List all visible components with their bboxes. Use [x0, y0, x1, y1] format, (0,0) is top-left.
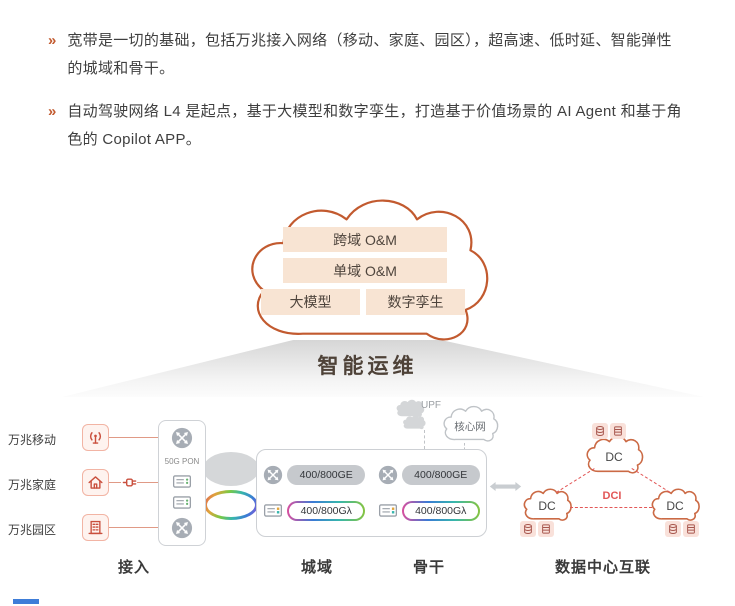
single-domain-om-box: 单域 O&M	[283, 258, 447, 283]
olt-device-icon	[172, 496, 192, 509]
access-node-box: 50G PON	[158, 420, 206, 546]
router-icon	[378, 465, 398, 485]
backbone-ge-row: 400/800GE	[378, 465, 480, 486]
core-network-label: 核心网	[454, 421, 486, 433]
lambda-rate-pill: 400/800Gλ	[402, 501, 480, 521]
metro-ge-row: 400/800GE	[263, 465, 366, 486]
plug-icon	[121, 474, 137, 490]
metro-ring-shape	[203, 452, 259, 486]
bullet-text: 自动驾驶网络 L4 是起点，基于大模型和数字孪生，打造基于价值场景的 AI Ag…	[67, 103, 682, 148]
database-icon	[665, 521, 681, 537]
database-icon	[520, 521, 536, 537]
lambda-rate-pill: 400/800Gλ	[287, 501, 365, 521]
core-link-line	[464, 443, 465, 450]
otn-device-icon	[263, 504, 283, 517]
bullet-marker: »	[48, 32, 57, 49]
ge-rate-pill: 400/800GE	[401, 465, 480, 486]
double-arrow-icon	[489, 481, 522, 492]
pon-label: 50G PON	[164, 457, 200, 467]
backbone-column: 400/800GE 400/800Gλ	[372, 450, 487, 536]
bullet-item: » 宽带是一切的基础，包括万兆接入网络（移动、家庭、园区），超高速、低时延、智能…	[48, 27, 684, 83]
building-icon	[82, 514, 109, 541]
ge-rate-pill: 400/800GE	[287, 465, 366, 486]
house-icon	[82, 469, 109, 496]
otn-device-icon	[378, 504, 398, 517]
dc-cloud	[648, 486, 702, 522]
metro-column: 400/800GE 400/800Gλ	[257, 450, 372, 536]
endpoint-label-mobile: 万兆移动	[8, 433, 57, 447]
server-icon	[683, 521, 699, 537]
router-icon	[171, 427, 193, 449]
upf-cloud-icon	[396, 399, 425, 417]
bullet-item: » 自动驾驶网络 L4 是起点，基于大模型和数字孪生，打造基于价值场景的 AI …	[48, 98, 684, 154]
bullet-marker: »	[48, 103, 57, 120]
endpoint-label-campus: 万兆园区	[8, 523, 57, 537]
intelligent-om-title: 智能运维	[317, 355, 418, 378]
digital-twin-box: 数字孪生	[366, 289, 465, 315]
server-icon	[538, 521, 554, 537]
section-label-dc-interconnect: 数据中心互联	[554, 559, 651, 576]
cross-domain-om-box: 跨域 O&M	[283, 227, 447, 252]
metro-backbone-box: 400/800GE 400/800Gλ	[256, 449, 487, 537]
core-network-cloud	[439, 403, 501, 443]
dci-label: DCI	[602, 490, 622, 502]
metro-lambda-row: 400/800Gλ	[263, 501, 365, 521]
section-label-access: 接入	[117, 559, 150, 576]
large-model-box: 大模型	[261, 289, 360, 315]
dc-label: DC	[538, 499, 556, 513]
dci-link-line	[570, 507, 652, 508]
olt-device-icon	[172, 474, 192, 488]
upf-label: UPF	[421, 400, 441, 411]
endpoint-label-home: 万兆家庭	[8, 478, 57, 492]
dci-link-line	[556, 468, 595, 493]
access-link-line	[109, 527, 158, 528]
backbone-lambda-row: 400/800Gλ	[378, 501, 480, 521]
bullet-text: 宽带是一切的基础，包括万兆接入网络（移动、家庭、园区），超高速、低时延、智能弹性…	[67, 32, 672, 77]
dc-cloud	[520, 486, 574, 522]
database-icon	[592, 423, 608, 439]
dc-label: DC	[666, 499, 684, 513]
access-link-line	[109, 437, 158, 438]
section-label-backbone: 骨干	[412, 559, 445, 576]
wdm-ring-icon	[204, 490, 258, 520]
core-link-line	[424, 430, 425, 449]
dc-label: DC	[605, 450, 623, 464]
server-icon	[610, 423, 626, 439]
router-icon	[171, 517, 193, 539]
upf-cloud-icon	[403, 415, 426, 430]
antenna-icon	[82, 424, 109, 451]
section-label-metro: 城域	[300, 559, 333, 576]
page-edge-mark	[13, 599, 39, 604]
router-icon	[263, 465, 283, 485]
